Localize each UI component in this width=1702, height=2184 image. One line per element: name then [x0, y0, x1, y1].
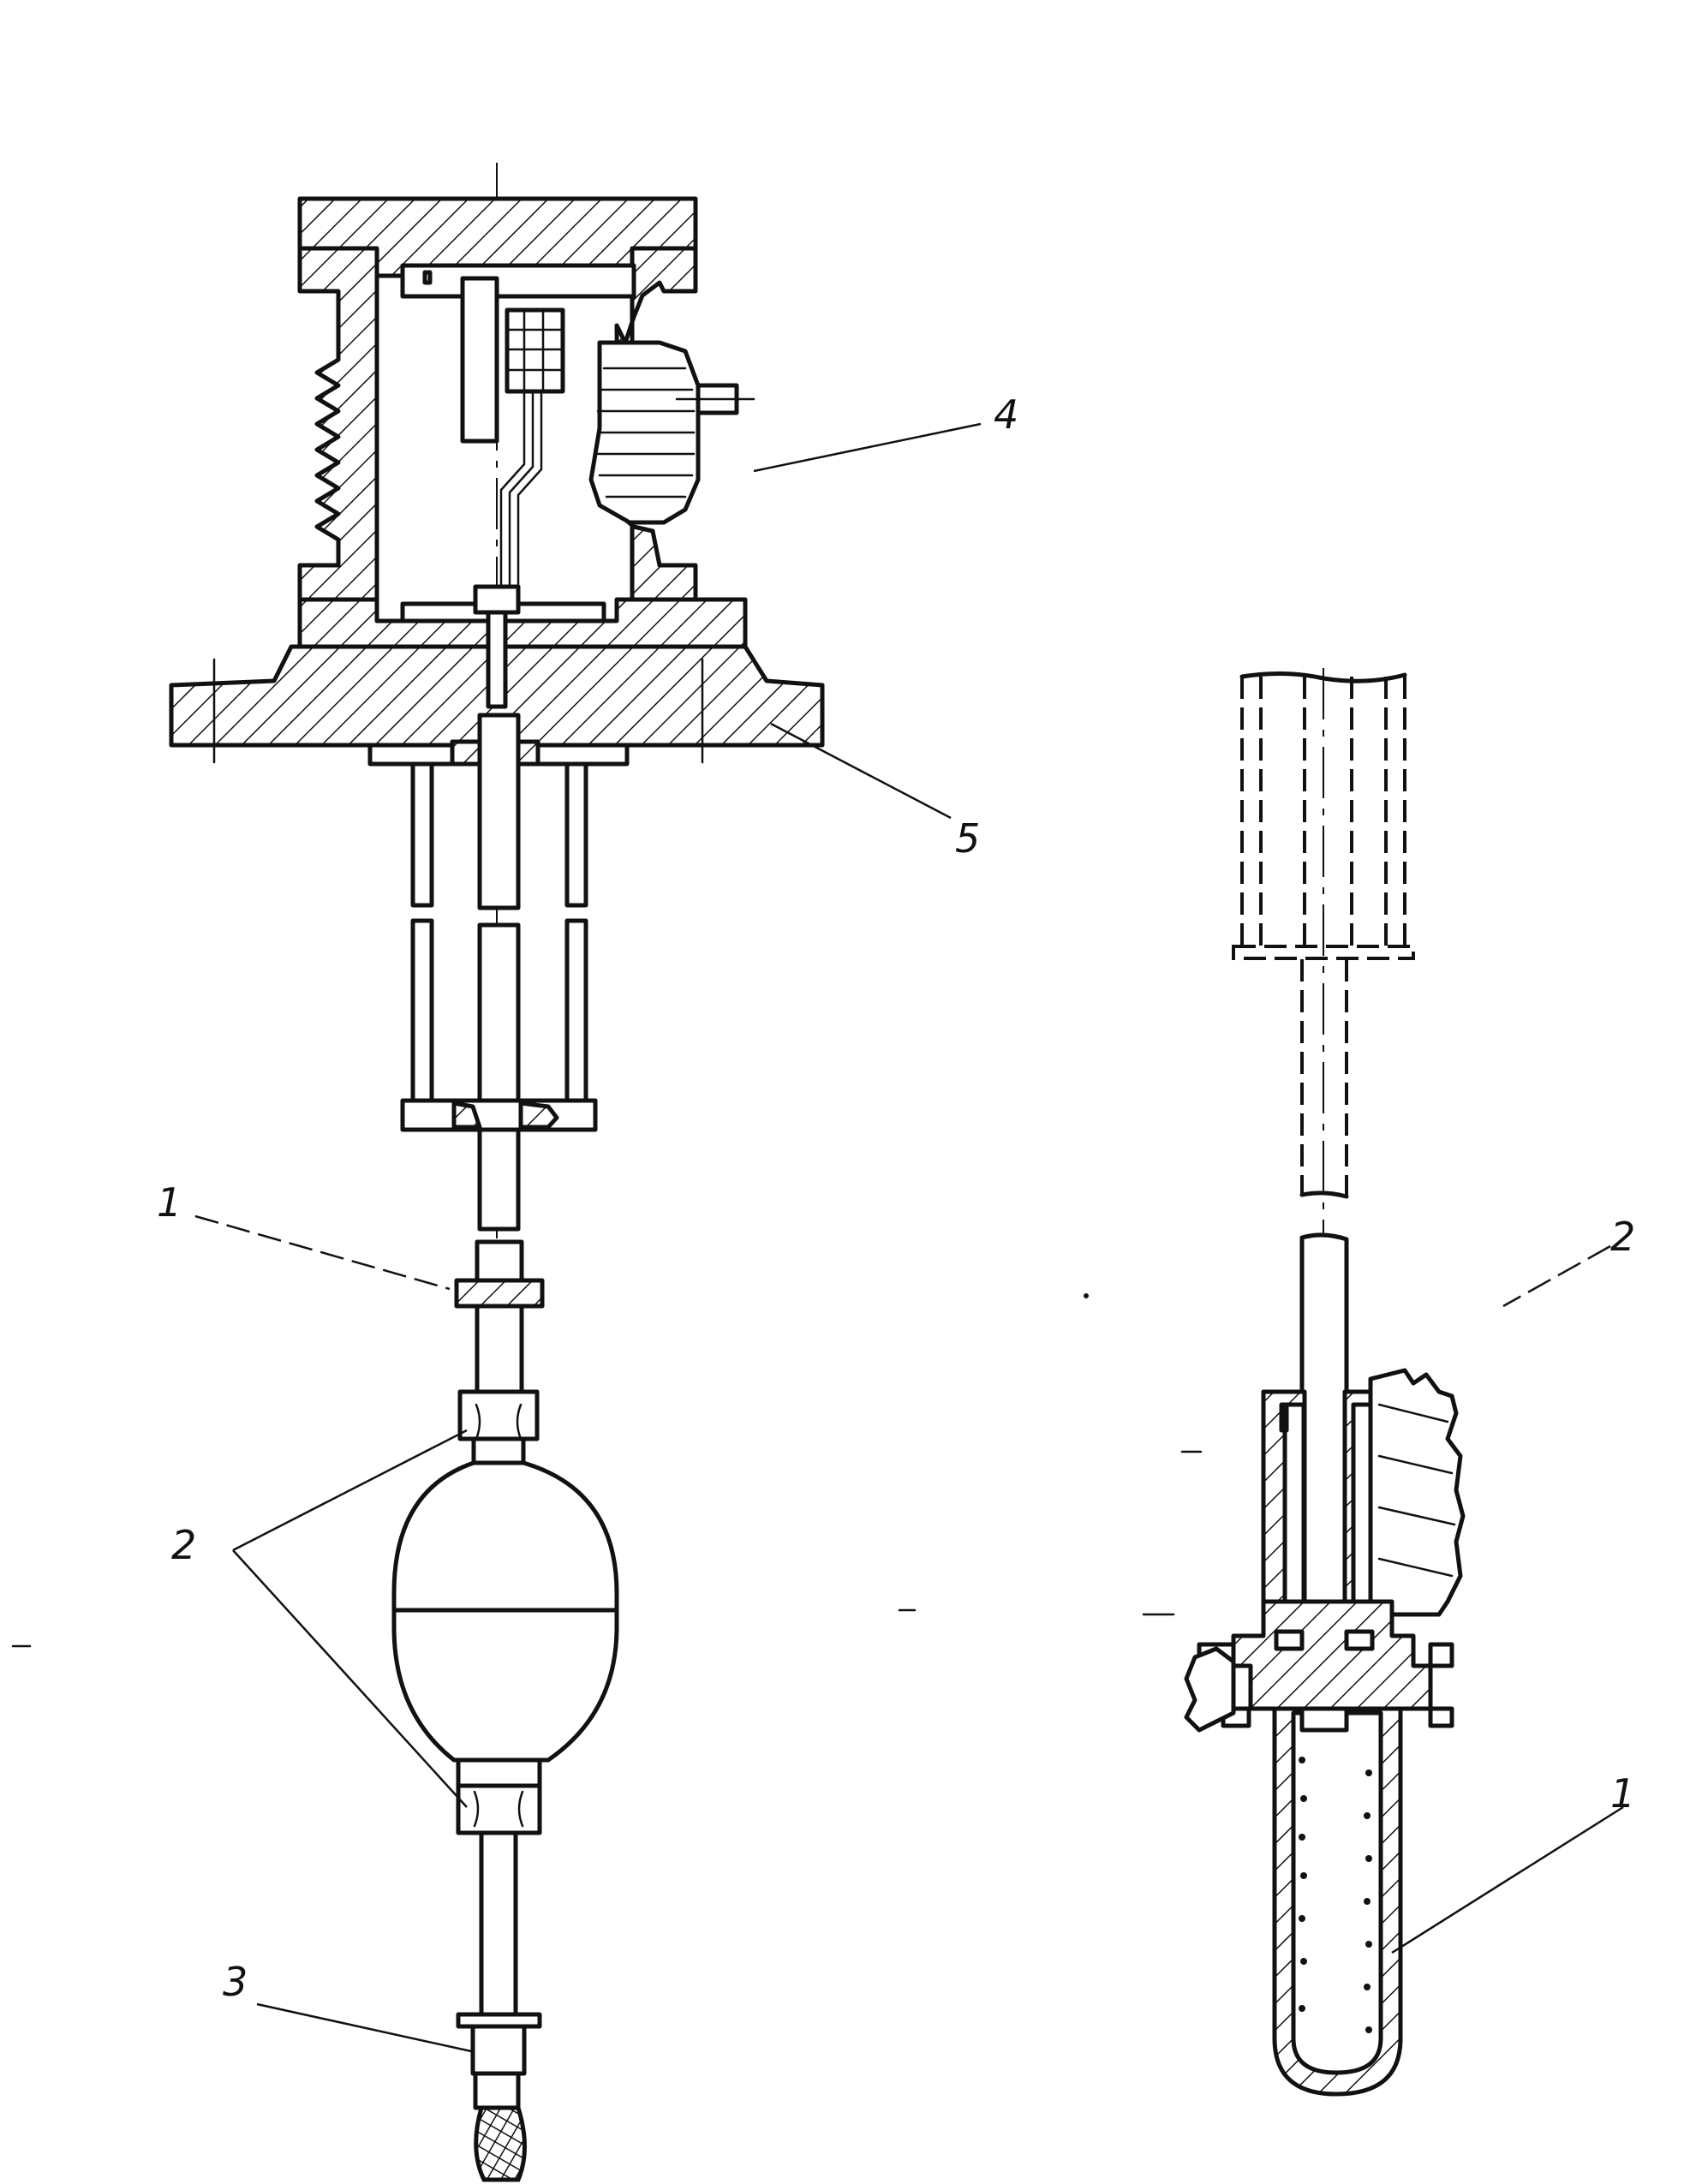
cable-gland	[473, 2071, 521, 2110]
left-assembly: 4 5 1 2 3	[157, 163, 1018, 2182]
leader-right-1	[1391, 1805, 1624, 1954]
contact-plate	[460, 276, 499, 444]
relay-fins	[596, 367, 696, 498]
float-lower-neck	[456, 1757, 542, 1788]
broken-left-stub	[1184, 1646, 1236, 1733]
callout-3: 3	[223, 1959, 248, 2005]
central-shaft-upper	[477, 713, 521, 910]
leader-right-2	[1502, 1244, 1611, 1308]
standoff-right-lower	[564, 918, 588, 1103]
callout-4: 4	[994, 391, 1018, 438]
standoff-left-upper	[410, 761, 434, 908]
guide-sleeve-left-gap	[1282, 1402, 1306, 1613]
leader-2b	[232, 1549, 468, 1808]
leader-2a	[232, 1429, 468, 1552]
tail-nut	[470, 2024, 527, 2076]
wire-rod-c	[499, 392, 526, 593]
central-shaft-lower	[475, 1239, 524, 1394]
float-upper-neck	[471, 1436, 526, 1465]
leader-1	[194, 1214, 451, 1291]
shaft-spacer	[473, 584, 521, 615]
plate-hatch-right	[518, 1101, 559, 1130]
plate-hatch-left	[451, 1101, 482, 1130]
shelf-pin	[422, 270, 433, 285]
pocket-inner	[1291, 1710, 1383, 2075]
central-shaft-middle	[477, 922, 521, 1232]
wire-rod-b	[517, 392, 543, 593]
side-screw-right	[1428, 1642, 1454, 1668]
broken-outer-wall	[1368, 1368, 1466, 1617]
leader-4	[753, 422, 982, 473]
right-assembly: 2 1	[11, 668, 1635, 2097]
braided-cable	[474, 2105, 527, 2182]
sensing-element-dots	[1299, 1757, 1372, 2033]
probe-base-flange	[1231, 1599, 1433, 1711]
leader-5	[770, 722, 952, 820]
lower-support-plate	[400, 1098, 598, 1132]
callout-right-1: 1	[1610, 1770, 1635, 1817]
shaft-neck	[486, 610, 508, 709]
callout-right-2: 2	[1610, 1214, 1635, 1260]
tail-shaft	[479, 1830, 518, 2020]
standoff-left-lower	[410, 918, 434, 1103]
inner-shelf	[400, 263, 636, 299]
shaft-collar	[454, 1278, 545, 1309]
float-upper-clamp	[457, 1389, 540, 1441]
callout-2: 2	[171, 1522, 196, 1568]
contact-block	[505, 307, 565, 394]
guide-sleeve-right-gap	[1351, 1402, 1373, 1613]
wire-rod-a	[508, 392, 534, 593]
dashed-stem	[1299, 959, 1349, 1199]
float-lower-clamp	[456, 1783, 542, 1835]
standoff-right-upper	[564, 761, 588, 908]
callout-5: 5	[955, 815, 980, 862]
leader-3	[256, 2002, 472, 2053]
callout-1: 1	[157, 1179, 182, 1226]
housing-left-wall	[297, 246, 379, 602]
